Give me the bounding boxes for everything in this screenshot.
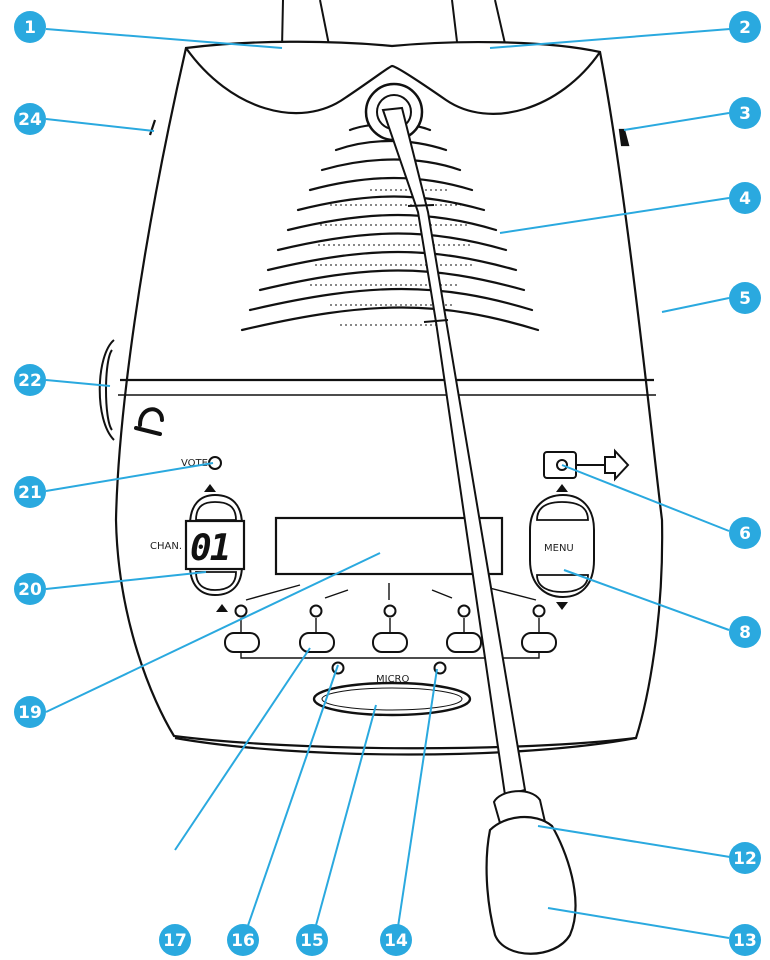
callout-22: 22 [14,364,46,396]
softkey-5[interactable] [521,632,557,653]
svg-text:5: 5 [739,289,751,309]
svg-text:24: 24 [18,110,42,130]
svg-text:16: 16 [231,931,255,951]
micro-label: MICRO [376,674,410,685]
channel-down-arrow-icon [216,604,228,612]
svg-text:6: 6 [739,524,751,544]
softkey-3[interactable] [372,632,408,653]
housing [114,40,664,756]
callout-12: 12 [729,842,761,874]
callout-2: 2 [729,11,761,43]
svg-text:3: 3 [739,104,751,124]
speaker-grille [240,122,540,332]
micro-button-inner [321,687,463,711]
channel-down-button[interactable] [195,571,237,591]
side-knob [98,339,115,441]
channel-label: CHAN. [150,541,182,552]
menu-up-arrow-icon [556,484,568,492]
vote-label: VOTE [181,458,208,469]
menu-label: MENU [544,543,574,554]
svg-text:20: 20 [18,580,42,600]
menu-selector[interactable] [529,484,595,610]
svg-text:21: 21 [18,483,42,503]
headphone-icon [134,407,164,436]
svg-text:12: 12 [733,849,757,869]
right-arrow-outline-icon [577,448,630,482]
softkeys[interactable] [224,632,557,653]
callout-lines [45,28,731,941]
svg-text:14: 14 [384,931,408,951]
callout-15: 15 [296,924,328,956]
callout-6: 6 [729,517,761,549]
callout-4: 4 [729,182,761,214]
svg-text:13: 13 [733,931,757,951]
callout-13: 13 [729,924,761,956]
softkey-2[interactable] [299,632,335,653]
callout-21: 21 [14,476,46,508]
callout-14: 14 [380,924,412,956]
callout-16: 16 [227,924,259,956]
softkey-4[interactable] [446,632,482,653]
svg-text:2: 2 [739,18,751,38]
gooseneck-microphone [364,82,577,955]
callout-17: 17 [159,924,191,956]
menu-down-button[interactable] [536,574,589,593]
callout-3: 3 [729,97,761,129]
callout-19: 19 [14,696,46,728]
svg-text:17: 17 [163,931,187,951]
svg-text:15: 15 [300,931,324,951]
callouts: 1 2 3 4 5 6 8 12 13 14 15 16 17 19 20 21… [14,11,761,956]
svg-text:22: 22 [18,371,42,391]
channel-up-button[interactable] [195,501,237,521]
callout-1: 1 [14,11,46,43]
svg-text:8: 8 [739,623,751,643]
svg-text:4: 4 [739,189,751,209]
softkey-leds [234,604,546,618]
svg-text:1: 1 [24,18,36,38]
channel-display: 01 [190,528,229,569]
svg-text:19: 19 [18,703,42,723]
callout-20: 20 [14,573,46,605]
callout-5: 5 [729,282,761,314]
rear-mounts [280,0,508,52]
menu-down-arrow-icon [556,602,568,610]
softkey-1[interactable] [224,632,260,653]
channel-selector[interactable] [184,484,246,612]
callout-24: 24 [14,103,46,135]
channel-up-arrow-icon [204,484,216,492]
lcd-display [274,516,504,576]
menu-up-button[interactable] [536,501,589,521]
callout-8: 8 [729,616,761,648]
